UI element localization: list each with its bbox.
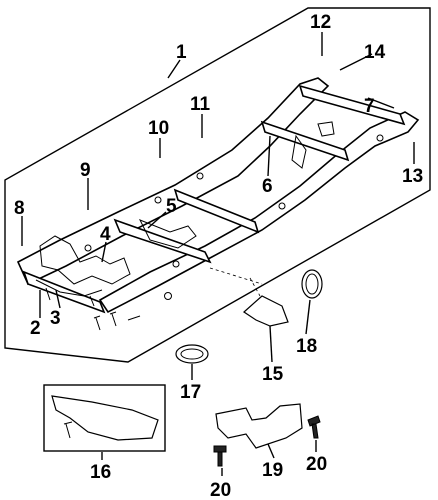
rail-hole [172, 260, 180, 268]
callout-6: 6 [262, 176, 273, 197]
bolt-part-20-left [213, 445, 227, 467]
frame-bolt [109, 311, 117, 327]
skid-plate-bolt [63, 421, 73, 439]
bolt-part-20-right [307, 415, 321, 439]
callout-2: 2 [30, 318, 41, 339]
rail-hole [154, 196, 162, 204]
leader-lines [21, 32, 415, 476]
front-suspension-arm [35, 279, 103, 307]
plug-part-17-inner [180, 348, 204, 360]
heat-shield-part-15 [243, 295, 289, 327]
crossmember-2 [113, 218, 212, 264]
bracket-part-19 [215, 403, 303, 449]
callout-14: 14 [364, 42, 386, 63]
callout-12: 12 [310, 12, 331, 33]
callout-1: 1 [176, 42, 187, 63]
guide-line [209, 267, 263, 297]
callout-16: 16 [90, 462, 111, 483]
callout-13: 13 [402, 166, 423, 187]
transfer-case-mount [138, 219, 197, 249]
crossmember-4 [260, 120, 350, 162]
callout-20-right: 20 [306, 454, 327, 475]
plug-part-18 [301, 269, 323, 299]
crossmember-front [22, 270, 106, 314]
assembly-boundary [4, 7, 431, 363]
skid-plate-box [43, 384, 166, 452]
callout-4: 4 [100, 224, 111, 245]
callout-7: 7 [364, 96, 375, 117]
callout-15: 15 [262, 364, 284, 385]
callout-20-left: 20 [210, 480, 231, 500]
callout-3: 3 [50, 308, 61, 329]
frame-left-rail [16, 77, 330, 286]
callout-5: 5 [166, 196, 177, 217]
front-suspension-detail [39, 235, 131, 285]
callout-17: 17 [180, 382, 201, 403]
crossmember-rear [298, 84, 406, 126]
callout-8: 8 [14, 198, 25, 219]
plug-part-17 [175, 344, 209, 364]
callout-11: 11 [190, 94, 211, 115]
frame-bolt [93, 315, 101, 331]
frame-assembly [16, 77, 420, 331]
frame-nut [164, 292, 172, 300]
crossmember-3 [173, 188, 260, 234]
frame-bolt [127, 315, 141, 321]
callout-9: 9 [80, 160, 91, 181]
callout-10: 10 [148, 118, 169, 139]
rail-hole [376, 134, 384, 142]
rear-bracket [291, 134, 307, 169]
plug-part-18-inner [305, 273, 319, 295]
rear-spring-hanger [317, 121, 335, 137]
callout-18: 18 [296, 336, 317, 357]
rail-hole [278, 202, 286, 210]
rail-hole [84, 244, 92, 252]
callout-19: 19 [262, 460, 283, 481]
rail-hole [196, 172, 204, 180]
skid-plate-part-16 [51, 395, 159, 441]
